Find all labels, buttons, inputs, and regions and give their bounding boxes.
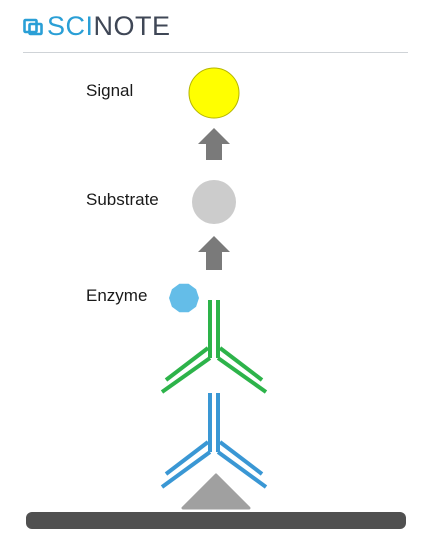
antigen-triangle: [181, 473, 251, 510]
logo-text: SCINOTE: [47, 10, 171, 41]
header-divider: [23, 52, 408, 53]
logo-text-note: NOTE: [93, 10, 171, 41]
surface-plate: [26, 512, 406, 529]
up-arrow-icon: [198, 236, 230, 270]
enzyme-label: Enzyme: [86, 286, 148, 305]
substrate-circle: [192, 180, 236, 224]
signal-label: Signal: [86, 81, 134, 100]
logo: SCINOTE: [23, 10, 171, 42]
secondary-antibody: [160, 300, 268, 394]
primary-antibody: [160, 393, 268, 489]
logo-text-sci: SCI: [47, 10, 94, 41]
signal-circle: [188, 67, 240, 119]
up-arrow-icon: [198, 128, 230, 160]
enzyme-shape: [169, 283, 199, 313]
substrate-label: Substrate: [86, 190, 159, 209]
overlapping-squares-icon: [23, 18, 43, 36]
